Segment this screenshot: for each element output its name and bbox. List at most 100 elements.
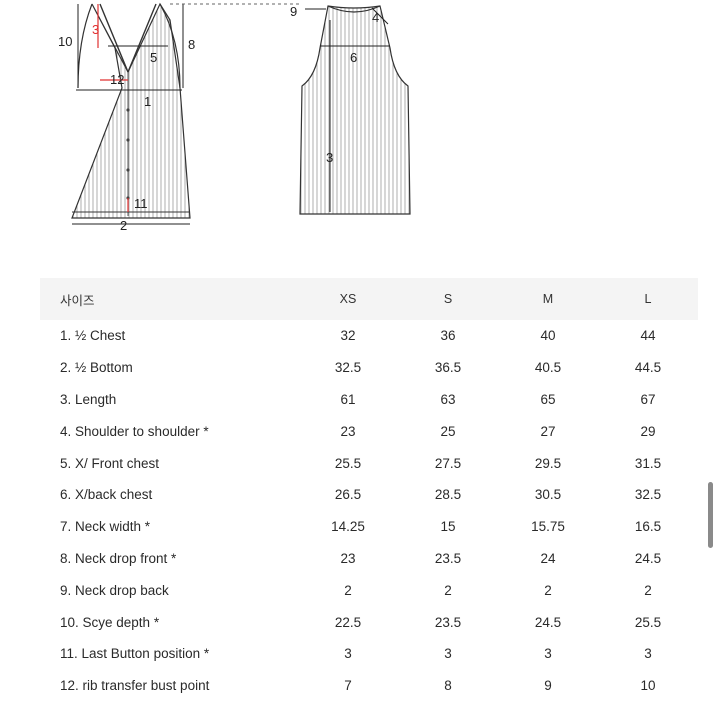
measurement-value: 9 xyxy=(544,678,552,694)
measurement-value: 16.5 xyxy=(634,519,662,535)
measurement-label: 6. X/back chest xyxy=(60,487,153,503)
table-row: 12. rib transfer bust point 7 8 9 10 xyxy=(40,670,698,702)
header-size-m: M xyxy=(542,292,554,306)
dim-label-12: 12 xyxy=(110,72,124,87)
measurement-value: 2 xyxy=(544,582,552,598)
dim-label-6: 6 xyxy=(350,50,357,65)
measurement-value: 10 xyxy=(640,678,656,694)
measurement-value: 26.5 xyxy=(334,487,362,503)
header-size-l: L xyxy=(644,292,652,306)
measurement-value: 8 xyxy=(444,678,452,694)
dim-label-5: 5 xyxy=(150,50,157,65)
measurement-value: 2 xyxy=(344,582,352,598)
measurement-value: 24.5 xyxy=(534,614,562,630)
measurement-label: 9. Neck drop back xyxy=(60,582,169,598)
front-armhole-right xyxy=(159,3,181,89)
measurement-value: 15 xyxy=(440,519,456,535)
front-vest: 10 8 1 5 2 3 12 11 xyxy=(58,2,195,233)
measurement-value: 23.5 xyxy=(434,550,462,566)
measurement-value: 23 xyxy=(340,550,356,566)
measurement-value: 7 xyxy=(344,678,352,694)
measurement-value: 24 xyxy=(540,550,556,566)
back-neck xyxy=(327,5,381,13)
dim-label-8: 8 xyxy=(188,37,195,52)
measurement-value: 30.5 xyxy=(534,487,562,503)
measurement-value: 29.5 xyxy=(534,455,562,471)
measurement-value: 2 xyxy=(644,582,652,598)
table-row: 5. X/ Front chest 25.5 27.5 29.5 31.5 xyxy=(40,447,698,479)
header-size-s: S xyxy=(443,292,453,306)
measurement-value: 40.5 xyxy=(534,360,562,376)
dim-label-10: 10 xyxy=(58,34,72,49)
measurement-value: 14.25 xyxy=(331,519,365,535)
measurement-value: 25.5 xyxy=(334,455,362,471)
measurement-label: 4. Shoulder to shoulder * xyxy=(60,423,209,439)
table-row: 1. ½ Chest 32 36 40 44 xyxy=(40,320,698,352)
measurement-value: 36.5 xyxy=(434,360,462,376)
measurement-value: 24.5 xyxy=(634,550,662,566)
measurement-value: 44 xyxy=(640,328,656,344)
measurement-label: 10. Scye depth * xyxy=(60,614,160,630)
measurement-label: 2. ½ Bottom xyxy=(60,360,133,376)
scrollbar-thumb[interactable] xyxy=(708,482,713,548)
measurement-label: 5. X/ Front chest xyxy=(60,455,160,471)
table-row: 10. Scye depth * 22.5 23.5 24.5 25.5 xyxy=(40,606,698,638)
measurement-value: 65 xyxy=(540,391,556,407)
measurement-value: 23.5 xyxy=(434,614,462,630)
front-vest-body xyxy=(71,2,191,219)
header-size-xs: XS xyxy=(339,292,357,306)
measurement-label: 7. Neck width * xyxy=(60,519,151,535)
measurement-value: 44.5 xyxy=(634,360,662,376)
table-row: 2. ½ Bottom 32.5 36.5 40.5 44.5 xyxy=(40,352,698,384)
dim-label-1: 1 xyxy=(144,94,151,109)
dim-label-9: 9 xyxy=(290,4,297,19)
table-row: 9. Neck drop back 2 2 2 2 xyxy=(40,574,698,606)
dim-label-3: 3 xyxy=(326,150,333,165)
table-row: 7. Neck width * 14.25 15 15.75 16.5 xyxy=(40,511,698,543)
front-armhole-left xyxy=(77,3,93,89)
measurement-value: 31.5 xyxy=(634,455,662,471)
garment-sketch: 10 8 1 5 2 3 12 11 6 3 4 9 xyxy=(58,2,411,233)
measurement-value: 3 xyxy=(544,646,552,662)
dim-line-4 xyxy=(371,7,389,25)
measurement-value: 61 xyxy=(340,391,356,407)
measurement-label: 8. Neck drop front * xyxy=(60,550,177,566)
measurement-value: 67 xyxy=(640,391,656,407)
measurement-value: 32.5 xyxy=(634,487,662,503)
measurement-value: 63 xyxy=(440,391,456,407)
dim-label-2: 2 xyxy=(120,218,127,233)
dim-label-4: 4 xyxy=(372,10,379,25)
measurement-value: 29 xyxy=(640,423,656,439)
measurement-value: 22.5 xyxy=(334,614,362,630)
measurement-value: 3 xyxy=(644,646,652,662)
back-vest: 6 3 4 9 xyxy=(170,3,411,215)
table-row: 3. Length 61 63 65 67 xyxy=(40,384,698,416)
button-icon xyxy=(126,138,130,142)
table-header-row: 사이즈 XS S M L xyxy=(40,278,698,320)
table-row: 6. X/back chest 26.5 28.5 30.5 32.5 xyxy=(40,479,698,511)
measurement-label: 12. rib transfer bust point xyxy=(60,678,210,694)
dim-label-11: 11 xyxy=(134,196,148,211)
measurement-label: 1. ½ Chest xyxy=(60,328,126,344)
measurement-value: 32.5 xyxy=(334,360,362,376)
measurement-value: 32 xyxy=(340,328,356,344)
measurement-value: 25 xyxy=(440,423,456,439)
measurement-value: 28.5 xyxy=(434,487,462,503)
back-vest-body xyxy=(299,5,411,215)
measurement-label: 3. Length xyxy=(60,391,117,407)
measurement-value: 3 xyxy=(444,646,452,662)
dim-label-3-red: 3 xyxy=(92,22,99,37)
button-icon xyxy=(126,108,130,112)
measurement-value: 27.5 xyxy=(434,455,462,471)
header-size-label: 사이즈 xyxy=(60,293,95,308)
measurement-diagram: 10 8 1 5 2 3 12 11 6 3 4 9 xyxy=(0,0,720,260)
measurement-value: 15.75 xyxy=(531,519,565,535)
measurement-value: 25.5 xyxy=(634,614,662,630)
measurement-value: 40 xyxy=(540,328,556,344)
measurement-value: 36 xyxy=(440,328,456,344)
measurement-value: 2 xyxy=(444,582,452,598)
